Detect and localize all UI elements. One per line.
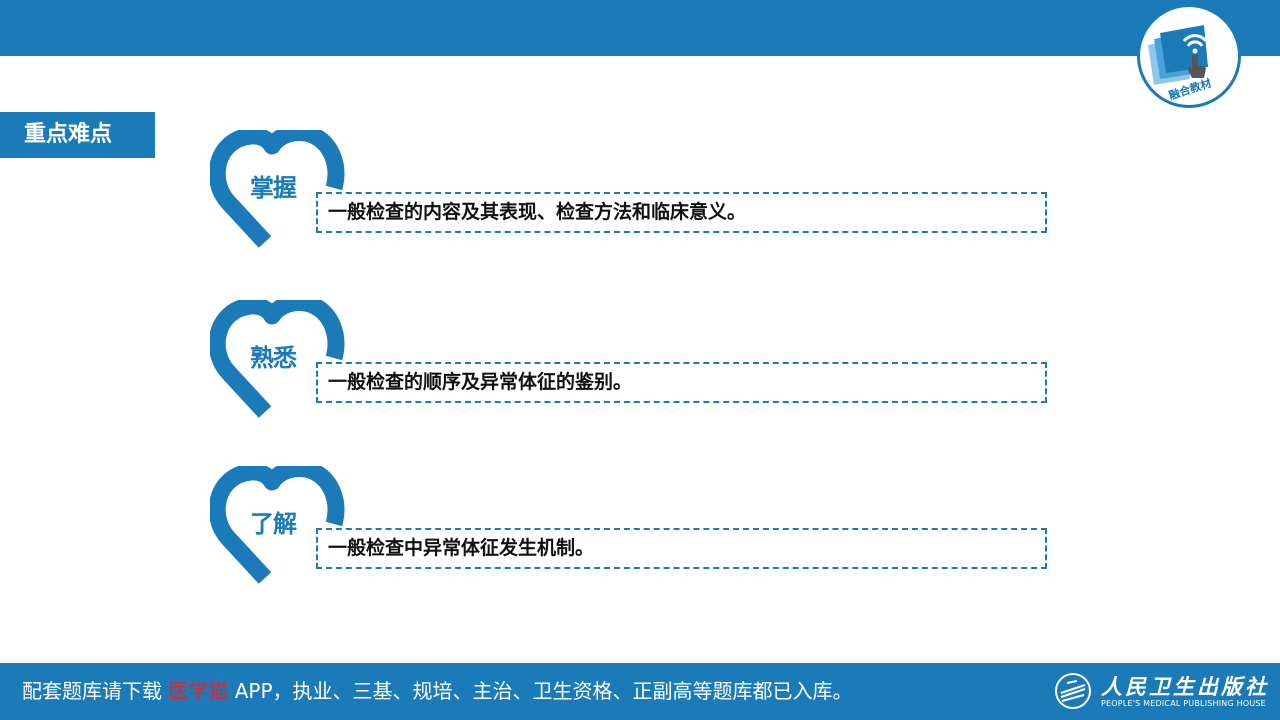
heart-label: 掌握 [250,174,297,202]
key-point-text: 一般检查中异常体征发生机制。 [316,528,1047,569]
publisher-logo: 人民卫生出版社 PEOPLE'S MEDICAL PUBLISHING HOUS… [1053,671,1268,713]
footer-text-prefix: 配套题库请下载 [22,679,169,703]
key-point-text: 一般检查的内容及其表现、检查方法和临床意义。 [316,192,1047,233]
heart-label: 了解 [250,510,297,538]
heart-icon [210,130,345,248]
key-point-item: 了解 一般检查中异常体征发生机制。 [0,466,1280,596]
app-name-highlight: 医学猫 [168,679,229,703]
heart-icon [210,300,345,418]
publisher-name: 人民卫生出版社 [1101,674,1269,699]
heart-icon [210,466,345,584]
footer-text: 配套题库请下载 医学猫 APP，执业、三基、规培、主治、卫生资格、正副高等题库都… [22,663,853,720]
section-tag: 重点难点 [0,112,155,158]
publisher-name-en: PEOPLE'S MEDICAL PUBLISHING HOUSE [1101,699,1266,708]
publisher-logo-icon [1055,673,1091,709]
key-point-item: 掌握 一般检查的内容及其表现、检查方法和临床意义。 [0,130,1280,260]
key-point-text: 一般检查的顺序及异常体征的鉴别。 [316,362,1047,403]
footer-bar: 配套题库请下载 医学猫 APP，执业、三基、规培、主治、卫生资格、正副高等题库都… [0,663,1280,720]
heart-label: 熟悉 [250,344,297,372]
key-point-item: 熟悉 一般检查的顺序及异常体征的鉴别。 [0,300,1280,430]
tablet-touch-wifi-icon [1148,25,1208,85]
logo-badge: 融合教材 [1137,4,1241,108]
top-bar [0,0,1280,56]
footer-text-suffix: APP，执业、三基、规培、主治、卫生资格、正副高等题库都已入库。 [228,679,853,703]
